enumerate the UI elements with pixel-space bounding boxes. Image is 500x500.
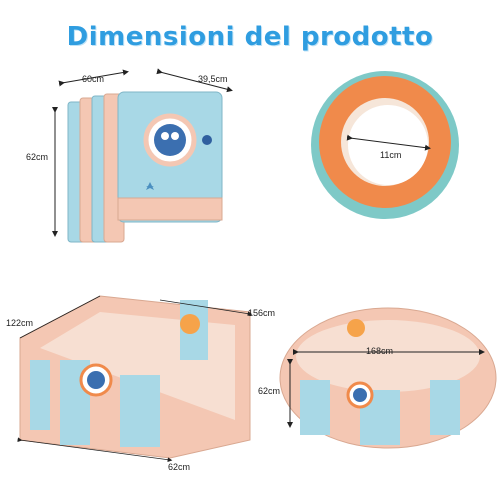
square-side-left-label: 122cm [6,318,34,328]
folded-depth-label: 39,5cm [198,74,228,84]
square-playpen-image [19,295,251,459]
folded-width-label: 60cm [82,74,105,84]
square-height-label: 62cm [168,462,191,472]
round-height-label: 62cm [258,386,281,396]
star-icon [146,182,154,190]
folded-height-label: 62cm [26,152,49,162]
folded-playpen-image [67,91,223,243]
ring-image [311,71,459,219]
clock-icon [347,319,365,337]
round-diameter-label: 168cm [366,346,394,356]
clock-icon [180,314,200,334]
ring-diameter-label: 11cm [380,150,402,160]
page-title: Dimensioni del prodotto [66,22,434,52]
square-side-right-label: 156cm [248,308,276,318]
round-playpen-image [279,307,497,449]
